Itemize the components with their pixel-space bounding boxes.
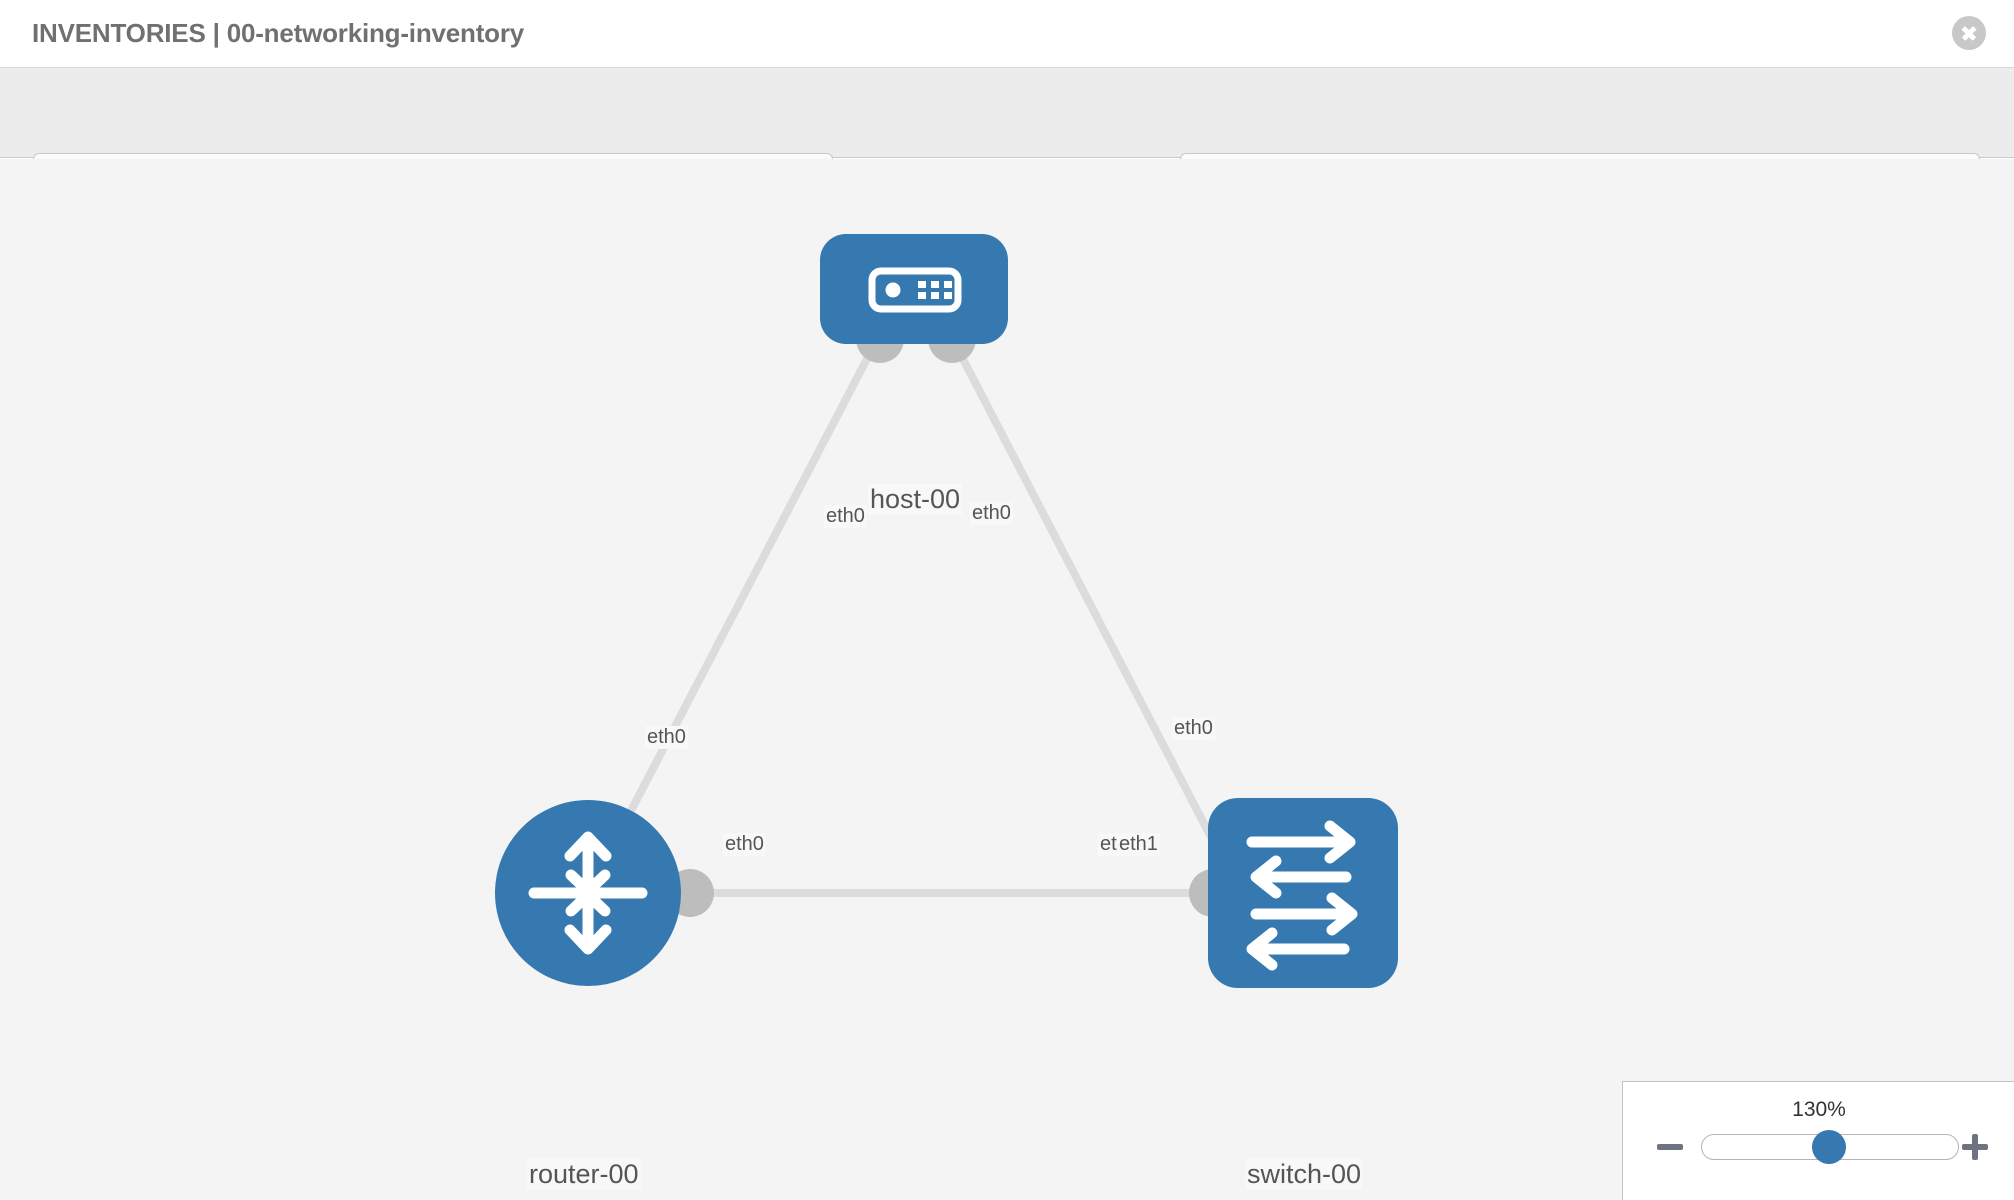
title-bar: INVENTORIES | 00-networking-inventory — [0, 0, 2014, 68]
iface-label-switch-eth1-left: eth1 — [1117, 833, 1160, 856]
page-title: INVENTORIES | 00-networking-inventory — [32, 18, 525, 48]
close-icon[interactable] — [1952, 16, 1986, 50]
node-host-00[interactable] — [820, 234, 1008, 344]
topology-graph — [495, 234, 1398, 988]
iface-label-router-eth0-up: eth0 — [645, 726, 688, 749]
switch-arrows-icon — [1246, 820, 1358, 971]
server-icon — [868, 267, 962, 313]
iface-label-switch-eth0-up: eth0 — [1172, 717, 1215, 740]
zoom-level-label: 130% — [1792, 1098, 1846, 1121]
link-host-router[interactable] — [584, 332, 884, 895]
zoom-in-icon[interactable] — [1960, 1132, 1990, 1162]
toolbar: ACTIONS SEARCH — [0, 68, 2014, 209]
iface-label-router-eth0-right: eth0 — [723, 833, 766, 856]
node-label-host-00: host-00 — [868, 484, 963, 515]
zoom-control-panel: 130% — [1622, 1081, 2014, 1200]
link-host-switch[interactable] — [946, 332, 1244, 895]
node-label-switch-00: switch-00 — [1245, 1159, 1364, 1190]
node-switch-00[interactable] — [1208, 798, 1398, 988]
node-label-router-00: router-00 — [527, 1159, 641, 1190]
router-arrows-icon — [528, 831, 648, 955]
zoom-slider-thumb[interactable] — [1812, 1130, 1846, 1164]
node-router-00[interactable] — [495, 800, 681, 986]
iface-label-host-eth0-right: eth0 — [970, 502, 1013, 525]
iface-label-host-eth0-left: eth0 — [824, 505, 867, 528]
zoom-out-icon[interactable] — [1655, 1132, 1685, 1162]
topology-canvas[interactable]: eth0 eth0 host-00 eth0 eth0 eth0 eth0 et… — [0, 159, 2014, 1200]
